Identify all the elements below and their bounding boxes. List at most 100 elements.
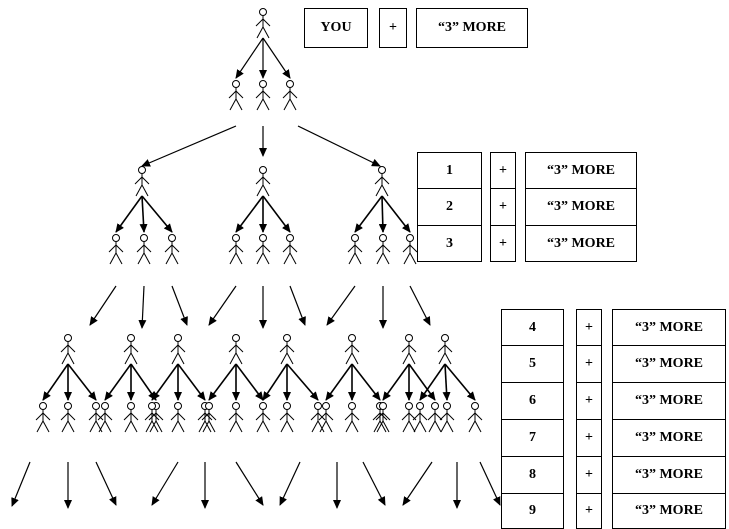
level2-more-box: “3” MORE — [525, 225, 637, 262]
level2-more-box: “3” MORE — [525, 188, 637, 226]
stick-figure-icon — [134, 166, 150, 197]
arrow — [42, 363, 69, 401]
stick-figure-icon — [123, 402, 139, 433]
plus-sign: + — [585, 319, 593, 335]
more-label: “3” MORE — [634, 503, 704, 518]
stick-figure-icon — [136, 234, 152, 265]
arrow — [419, 363, 446, 401]
arrow — [262, 195, 291, 233]
level3-plus-box: + — [576, 382, 602, 420]
arrow — [208, 363, 237, 401]
arrow — [130, 363, 157, 401]
plus-sign: + — [499, 199, 507, 214]
arrow — [138, 285, 147, 329]
arrow — [262, 363, 288, 401]
arrow — [325, 363, 353, 401]
arrow — [151, 461, 179, 506]
arrow — [139, 195, 148, 233]
level3-more-box: “3” MORE — [612, 309, 726, 346]
stick-figure-icon — [255, 8, 271, 39]
stick-figure-icon — [279, 334, 295, 365]
arrow — [354, 195, 383, 233]
stick-figure-icon — [437, 334, 453, 365]
stick-figure-icon — [170, 334, 186, 365]
level3-num-box: 7 — [501, 419, 564, 457]
level3-num-7: 7 — [529, 430, 536, 445]
level3-num-box: 5 — [501, 345, 564, 383]
arrow — [104, 363, 132, 401]
level2-num-box: 3 — [417, 225, 482, 262]
level2-plus-box: + — [490, 188, 516, 226]
level3-more-box: “3” MORE — [612, 345, 726, 383]
level3-plus-box: + — [576, 345, 602, 383]
stick-figure-icon — [401, 334, 417, 365]
stick-figure-icon — [439, 402, 455, 433]
arrow — [402, 461, 433, 506]
stick-figure-icon — [467, 402, 483, 433]
level2-more-box: “3” MORE — [525, 152, 637, 189]
level3-num-4: 4 — [529, 319, 536, 335]
stick-figure-icon — [412, 402, 428, 433]
arrow — [362, 461, 386, 506]
stick-figure-icon — [123, 334, 139, 365]
level3-num-8: 8 — [529, 467, 536, 482]
arrow — [279, 461, 301, 506]
level3-more-box: “3” MORE — [612, 493, 726, 529]
arrow — [141, 125, 237, 167]
plus-sign: + — [585, 467, 593, 482]
plus-sign: + — [499, 235, 507, 251]
plus-sign: + — [585, 430, 593, 445]
arrow — [115, 195, 143, 233]
level2-plus-box: + — [490, 152, 516, 189]
arrow — [235, 195, 264, 233]
arrow — [235, 363, 264, 401]
stick-figure-icon — [427, 402, 443, 433]
arrow — [141, 195, 173, 233]
more-label: “3” MORE — [546, 162, 616, 178]
stick-figure-icon — [255, 80, 271, 111]
more-label: “3” MORE — [437, 20, 507, 35]
arrow — [444, 363, 476, 401]
more-label: “3” MORE — [546, 235, 616, 251]
arrow — [409, 285, 431, 326]
level3-plus-box: + — [576, 456, 602, 494]
stick-figure-icon — [228, 234, 244, 265]
arrows-group — [11, 37, 501, 509]
level3-plus-box: + — [576, 493, 602, 529]
stick-figure-icon — [344, 334, 360, 365]
stick-figure-icon — [108, 234, 124, 265]
level2-plus-box: + — [490, 225, 516, 262]
arrow — [67, 363, 97, 401]
more-label: “3” MORE — [634, 430, 704, 445]
top-plus-box: + — [379, 8, 407, 48]
you-label: YOU — [320, 20, 352, 35]
arrow — [289, 285, 306, 326]
arrow — [89, 285, 117, 326]
stick-figure-icon — [228, 402, 244, 433]
stick-figure-icon — [282, 234, 298, 265]
you-box: YOU — [304, 8, 368, 48]
level3-num-box: 8 — [501, 456, 564, 494]
stick-figure-icon — [401, 402, 417, 433]
plus-sign: + — [585, 393, 593, 408]
arrow — [177, 363, 206, 401]
level2-num-box: 2 — [417, 188, 482, 226]
plus-sign: + — [585, 356, 593, 371]
level3-more-box: “3” MORE — [612, 456, 726, 494]
plus-sign: + — [499, 162, 507, 178]
level3-num-box: 4 — [501, 309, 564, 346]
level2-num-2: 2 — [446, 199, 453, 214]
stick-figure-icon — [35, 402, 51, 433]
stick-figure-icon — [228, 334, 244, 365]
stick-figure-icon — [374, 166, 390, 197]
plus-sign: + — [389, 20, 397, 35]
level3-num-box: 6 — [501, 382, 564, 420]
more-label: “3” MORE — [634, 356, 704, 371]
arrow — [378, 195, 387, 233]
level3-more-box: “3” MORE — [612, 382, 726, 420]
arrow — [11, 461, 31, 507]
arrow — [408, 363, 436, 401]
stick-figure-icon — [282, 80, 298, 111]
stick-figure-icon — [344, 402, 360, 433]
